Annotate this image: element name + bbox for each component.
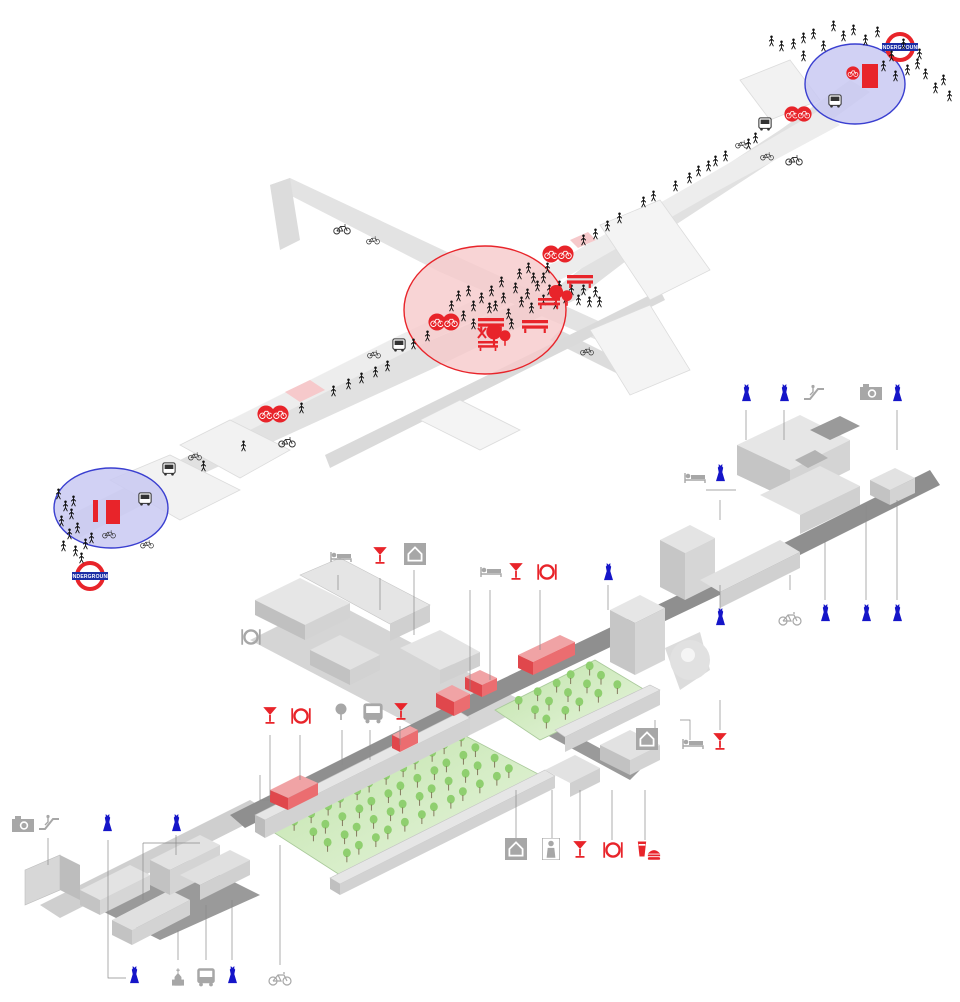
hub-public-realm <box>477 275 593 351</box>
walking-person-icon <box>60 540 67 552</box>
dress-icon <box>172 814 181 832</box>
walking-person-icon <box>904 64 911 76</box>
walking-person-icon <box>768 35 775 47</box>
reading-person-icon <box>542 838 560 860</box>
camera-icon <box>860 384 882 400</box>
east-station-catchment <box>758 43 906 131</box>
bus-icon <box>197 968 215 987</box>
walking-person-icon <box>596 296 603 308</box>
central-hub-catchment <box>403 245 567 375</box>
dress-icon <box>893 604 902 622</box>
bed-icon <box>682 738 704 750</box>
underground-roundel-east: UNDERGROUND <box>879 32 921 62</box>
east-blocks <box>545 415 915 797</box>
bed-icon <box>684 472 706 484</box>
food-drink-frontage <box>270 635 575 810</box>
northwest-blocks <box>255 557 480 685</box>
walking-person-icon <box>840 30 847 42</box>
dress-icon <box>103 814 112 832</box>
walking-person-icon <box>922 68 929 80</box>
walking-person-icon <box>686 172 693 184</box>
walking-person-icon <box>850 24 857 36</box>
walking-person-icon <box>820 40 827 52</box>
house-icon <box>505 838 527 860</box>
dress-icon <box>780 384 789 402</box>
house-icon <box>636 728 658 750</box>
walking-person-icon <box>650 190 657 202</box>
bicycle-icon <box>268 972 292 986</box>
walking-person-icon <box>874 26 881 38</box>
bed-icon <box>480 566 502 578</box>
walking-person-icon <box>800 32 807 44</box>
burger-icon <box>647 850 661 860</box>
cocktail-icon <box>508 562 524 580</box>
underground-roundel-west: UNDERGROUND <box>69 561 111 591</box>
walking-person-icon <box>695 165 702 177</box>
walking-person-icon <box>712 155 719 167</box>
escalator-icon <box>803 384 825 400</box>
dress-icon <box>716 608 725 626</box>
bicycle-icon <box>333 224 351 235</box>
dress-icon <box>742 384 751 402</box>
walking-person-icon <box>940 74 947 86</box>
walking-person-icon <box>810 28 817 40</box>
walking-person-icon <box>72 545 79 557</box>
cocktail-icon <box>572 840 588 858</box>
walking-person-icon <box>592 286 599 298</box>
roundel-text-east: UNDERGROUND <box>879 45 921 51</box>
walking-person-icon <box>862 34 869 46</box>
bus-icon <box>392 338 406 352</box>
camera-icon <box>12 816 34 832</box>
cocktail-icon <box>372 546 388 564</box>
west-station-catchment <box>53 462 176 549</box>
walking-person-icon <box>932 82 939 94</box>
bicycle-icon <box>778 612 802 626</box>
leader-lines <box>47 410 898 979</box>
plate-cutlery-icon <box>602 841 624 859</box>
church-icon <box>172 967 184 987</box>
isometric-massing-model <box>24 470 940 945</box>
escalator-icon <box>38 814 60 830</box>
bicycle-icon <box>735 140 749 149</box>
walking-person-icon <box>705 160 712 172</box>
dress-icon <box>228 966 237 984</box>
pint-icon <box>637 841 647 857</box>
walking-person-icon <box>722 150 729 162</box>
walking-person-icon <box>914 58 921 70</box>
plate-cutlery-icon <box>536 563 558 581</box>
bicycle-icon <box>785 155 803 166</box>
dress-icon <box>821 604 830 622</box>
walking-person-icon <box>672 180 679 192</box>
roundel-text-west: UNDERGROUND <box>69 574 111 580</box>
dress-icon <box>893 384 902 402</box>
plate-cutlery-icon <box>290 707 312 725</box>
walking-person-icon <box>592 228 599 240</box>
walking-person-icon <box>778 40 785 52</box>
bus-icon <box>363 703 383 724</box>
walking-person-icon <box>752 132 759 144</box>
house-icon <box>404 543 426 565</box>
cocktail-icon <box>262 706 278 724</box>
dress-icon <box>716 464 725 482</box>
dress-icon <box>604 563 613 581</box>
station-entrance-marker <box>93 500 98 522</box>
dress-icon <box>862 604 871 622</box>
walking-person-icon <box>790 38 797 50</box>
tree-icon <box>334 702 348 721</box>
walking-person-icon <box>830 20 837 32</box>
walking-person-icon <box>946 90 953 102</box>
walking-person-icon <box>640 196 647 208</box>
walking-person-icon <box>800 50 807 62</box>
walking-person-icon <box>78 552 85 564</box>
dress-icon <box>130 966 139 984</box>
cocktail-icon <box>712 732 728 750</box>
walking-person-icon <box>586 296 593 308</box>
